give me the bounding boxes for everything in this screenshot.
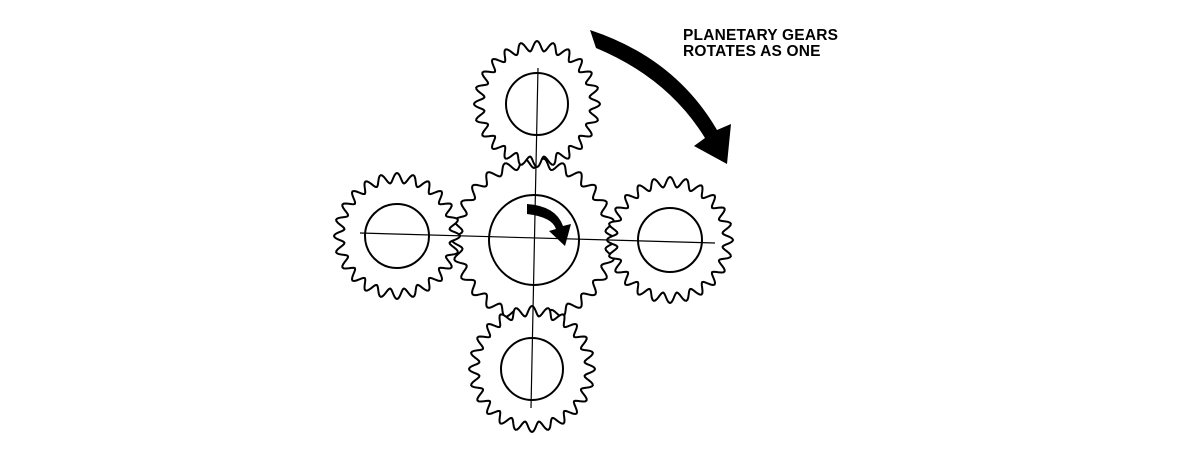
planet-gear-left-teeth [332,171,462,301]
planet-gear-left-hub [364,203,430,269]
planet-gear-right-hub [637,207,703,273]
caption: PLANETARY GEARS ROTATES AS ONE [683,28,838,60]
planet-gear-right [605,175,735,305]
large-rotation-arrow-icon [590,30,731,164]
horizontal-axis-line [359,232,716,244]
planet-gear-left [332,171,462,301]
caption-line-1: PLANETARY GEARS [683,27,839,44]
vertical-axis-line [530,67,539,409]
sun-rotation-arrow-icon [527,204,571,246]
caption-line-2: ROTATES AS ONE [683,43,821,60]
gear-layer [332,39,735,434]
